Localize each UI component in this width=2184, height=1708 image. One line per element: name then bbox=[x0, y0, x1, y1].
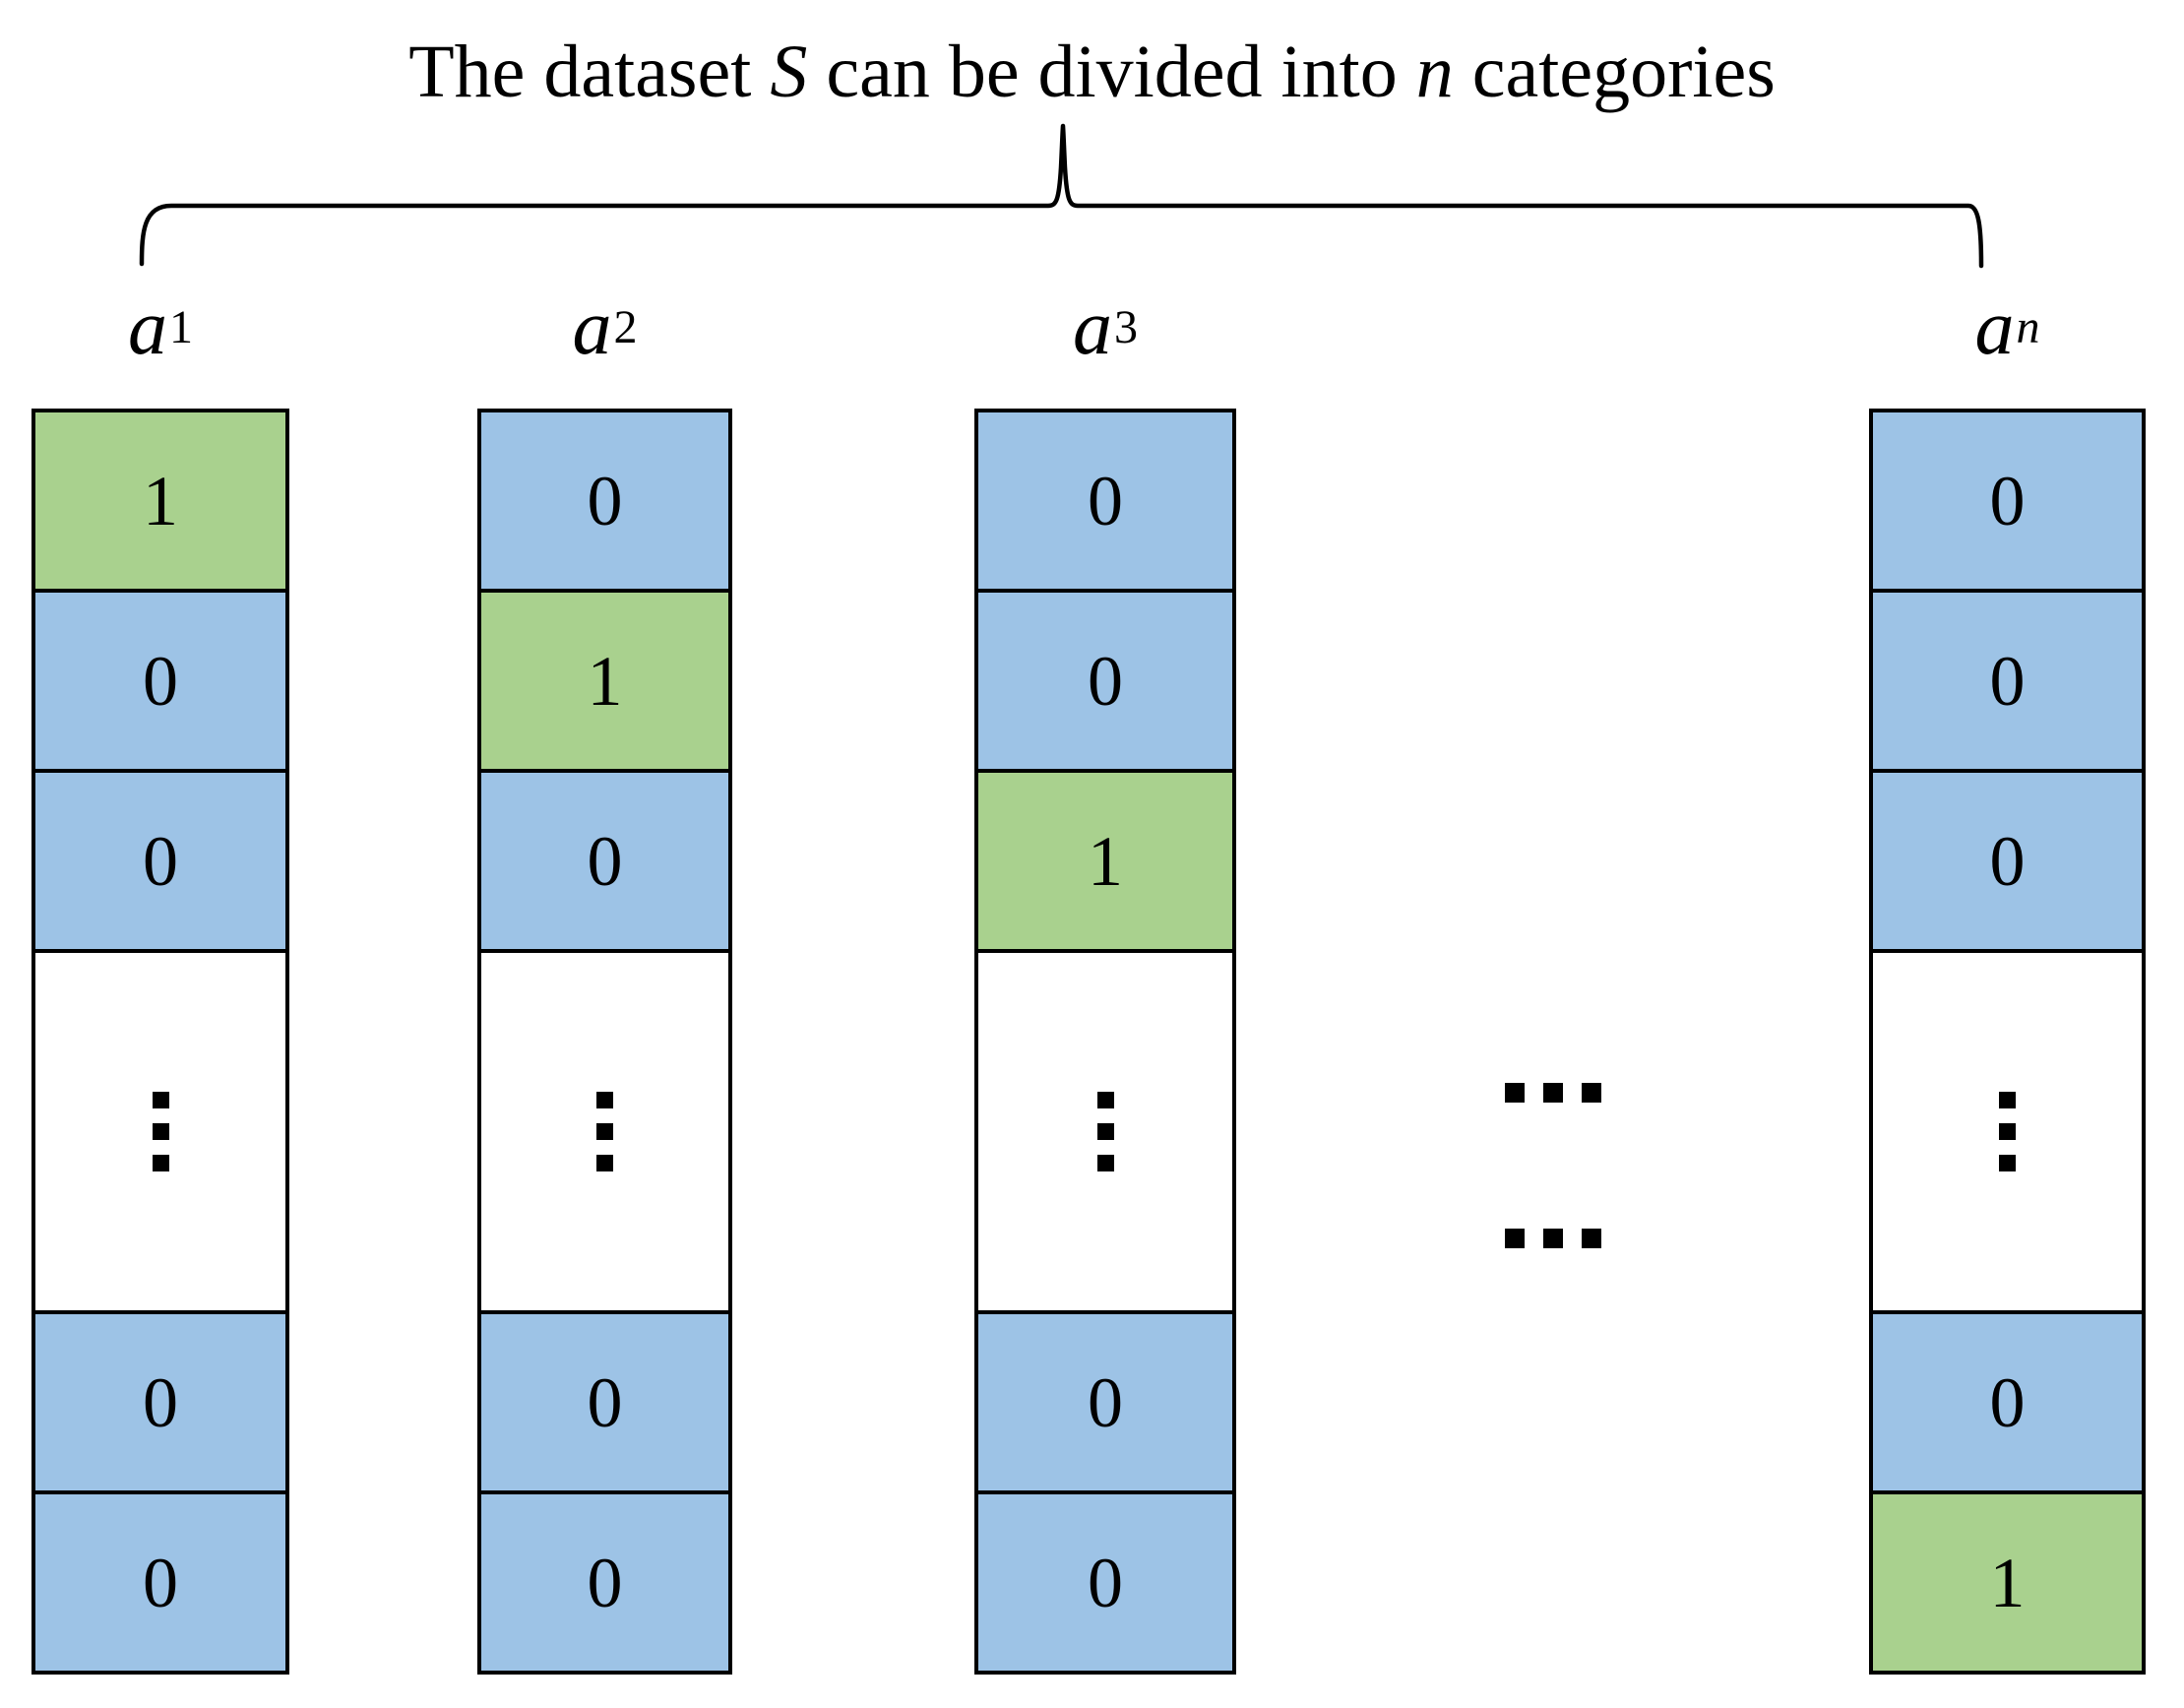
vertical-ellipsis-icon bbox=[1999, 1092, 2016, 1171]
horizontal-ellipsis-row bbox=[1497, 1083, 1609, 1103]
cell-an-row2: 0 bbox=[1869, 589, 2146, 773]
cell-a1-row3: 0 bbox=[31, 769, 289, 953]
cell-an-row6: 1 bbox=[1869, 1490, 2146, 1675]
title-variable-n: n bbox=[1415, 31, 1454, 113]
title-variable-s: S bbox=[770, 31, 808, 113]
cell-a1-row2: 0 bbox=[31, 589, 289, 773]
cell-a3-row1: 0 bbox=[974, 409, 1236, 593]
title-run: can be divided into bbox=[807, 31, 1416, 113]
cell-a1-row5: 0 bbox=[31, 1310, 289, 1494]
cell-a3-ellipsis bbox=[974, 949, 1236, 1314]
one-hot-column-a3: 0 0 1 0 0 bbox=[974, 409, 1236, 1675]
figure-title: The dataset S can be divided into n cate… bbox=[0, 31, 2184, 113]
cell-a1-row1: 1 bbox=[31, 409, 289, 593]
vertical-ellipsis-icon bbox=[152, 1092, 169, 1171]
cell-a2-ellipsis bbox=[477, 949, 732, 1314]
one-hot-column-a1: 1 0 0 0 0 bbox=[31, 409, 289, 1675]
label-base: a bbox=[128, 285, 167, 371]
title-run: categories bbox=[1453, 31, 1776, 113]
cell-an-row5: 0 bbox=[1869, 1310, 2146, 1494]
cell-a2-row3: 0 bbox=[477, 769, 732, 953]
cell-a3-row6: 0 bbox=[974, 1490, 1236, 1675]
cell-a2-row5: 0 bbox=[477, 1310, 732, 1494]
cell-a1-row6: 0 bbox=[31, 1490, 289, 1675]
cell-an-ellipsis bbox=[1869, 949, 2146, 1314]
vertical-ellipsis-icon bbox=[1096, 1092, 1114, 1171]
cell-a2-row2: 1 bbox=[477, 589, 732, 773]
cell-a3-row2: 0 bbox=[974, 589, 1236, 773]
cell-an-row3: 0 bbox=[1869, 769, 2146, 953]
horizontal-ellipsis-row bbox=[1497, 1229, 1609, 1248]
cell-a2-row1: 0 bbox=[477, 409, 732, 593]
one-hot-column-an: 0 0 0 0 1 bbox=[1869, 409, 2146, 1675]
cell-an-row1: 0 bbox=[1869, 409, 2146, 593]
label-base: a bbox=[572, 285, 612, 371]
label-base: a bbox=[1974, 285, 2015, 371]
cell-a1-ellipsis bbox=[31, 949, 289, 1314]
top-brace-icon bbox=[139, 123, 1984, 269]
one-hot-column-a2: 0 1 0 0 0 bbox=[477, 409, 732, 1675]
label-base: a bbox=[1073, 285, 1112, 371]
vertical-ellipsis-icon bbox=[596, 1092, 613, 1171]
cell-a3-row5: 0 bbox=[974, 1310, 1236, 1494]
title-run: The dataset bbox=[408, 31, 771, 113]
cell-a2-row6: 0 bbox=[477, 1490, 732, 1675]
cell-a3-row3: 1 bbox=[974, 769, 1236, 953]
horizontal-ellipsis-icon bbox=[1497, 1083, 1609, 1248]
